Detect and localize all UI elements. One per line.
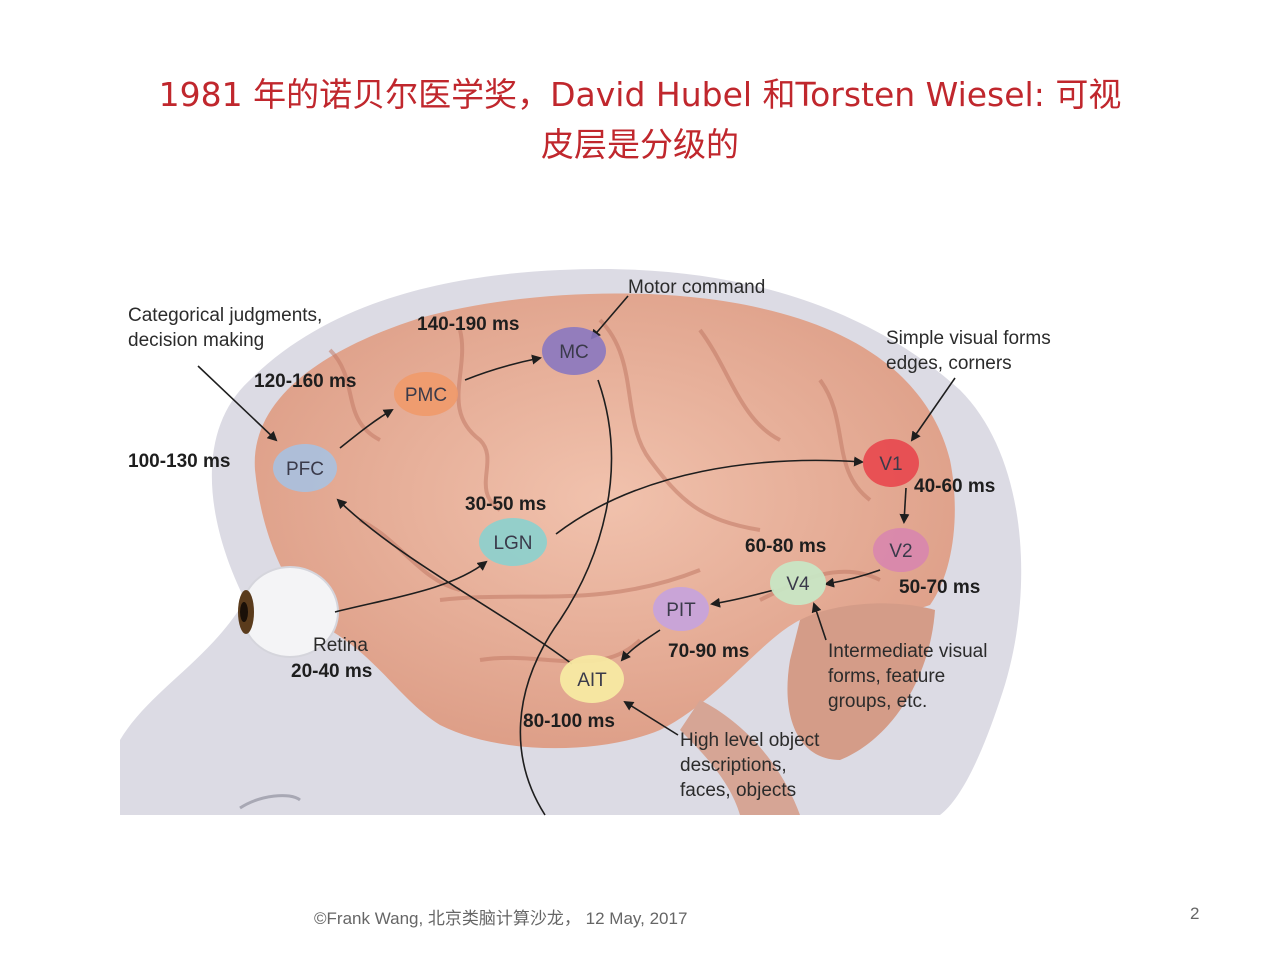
timing-lgn: 30-50 ms xyxy=(465,494,546,515)
page-number: 2 xyxy=(1190,904,1199,924)
timing-v2: 50-70 ms xyxy=(899,577,980,598)
node-label-pfc: PFC xyxy=(286,459,324,480)
node-v4: V4 xyxy=(770,561,826,605)
label-simple-line1: Simple visual forms xyxy=(886,328,1051,349)
label-categorical-line1: Categorical judgments, xyxy=(128,305,322,326)
label-intermediate-line1: Intermediate visual xyxy=(828,641,987,662)
timing-pit: 70-90 ms xyxy=(668,641,749,662)
label-simple-line2: edges, corners xyxy=(886,353,1012,374)
node-mc: MC xyxy=(542,327,606,375)
timing-pfc: 100-130 ms xyxy=(128,451,230,472)
label-categorical-line2: decision making xyxy=(128,330,264,351)
node-lgn: LGN xyxy=(479,518,547,566)
node-pmc: PMC xyxy=(394,372,458,416)
timing-mc: 140-190 ms xyxy=(417,314,519,335)
node-ait: AIT xyxy=(560,655,624,703)
timing-ait: 80-100 ms xyxy=(523,711,615,732)
node-pit: PIT xyxy=(653,587,709,631)
label-retina: Retina xyxy=(313,635,368,656)
timing-pmc: 120-160 ms xyxy=(254,371,356,392)
timing-retina: 20-40 ms xyxy=(291,661,372,682)
node-v1: V1 xyxy=(863,439,919,487)
label-intermediate-line3: groups, etc. xyxy=(828,691,927,712)
node-label-ait: AIT xyxy=(577,670,607,691)
node-label-mc: MC xyxy=(559,342,589,363)
node-label-v4: V4 xyxy=(786,574,810,595)
label-high-line3: faces, objects xyxy=(680,780,796,801)
footer-credit: ©Frank Wang, 北京类脑计算沙龙， 12 May, 2017 xyxy=(314,904,687,929)
node-label-pmc: PMC xyxy=(405,385,447,406)
node-v2: V2 xyxy=(873,528,929,572)
label-intermediate-line2: forms, feature xyxy=(828,666,945,687)
node-label-pit: PIT xyxy=(666,600,696,621)
node-label-v2: V2 xyxy=(889,541,912,562)
timing-v1: 40-60 ms xyxy=(914,476,995,497)
label-high-line1: High level object xyxy=(680,730,820,751)
timing-v4: 60-80 ms xyxy=(745,536,826,557)
label-high-line2: descriptions, xyxy=(680,755,787,776)
node-label-lgn: LGN xyxy=(493,533,532,554)
node-pfc: PFC xyxy=(273,444,337,492)
node-label-v1: V1 xyxy=(879,454,902,475)
label-motor-command: Motor command xyxy=(628,277,765,298)
